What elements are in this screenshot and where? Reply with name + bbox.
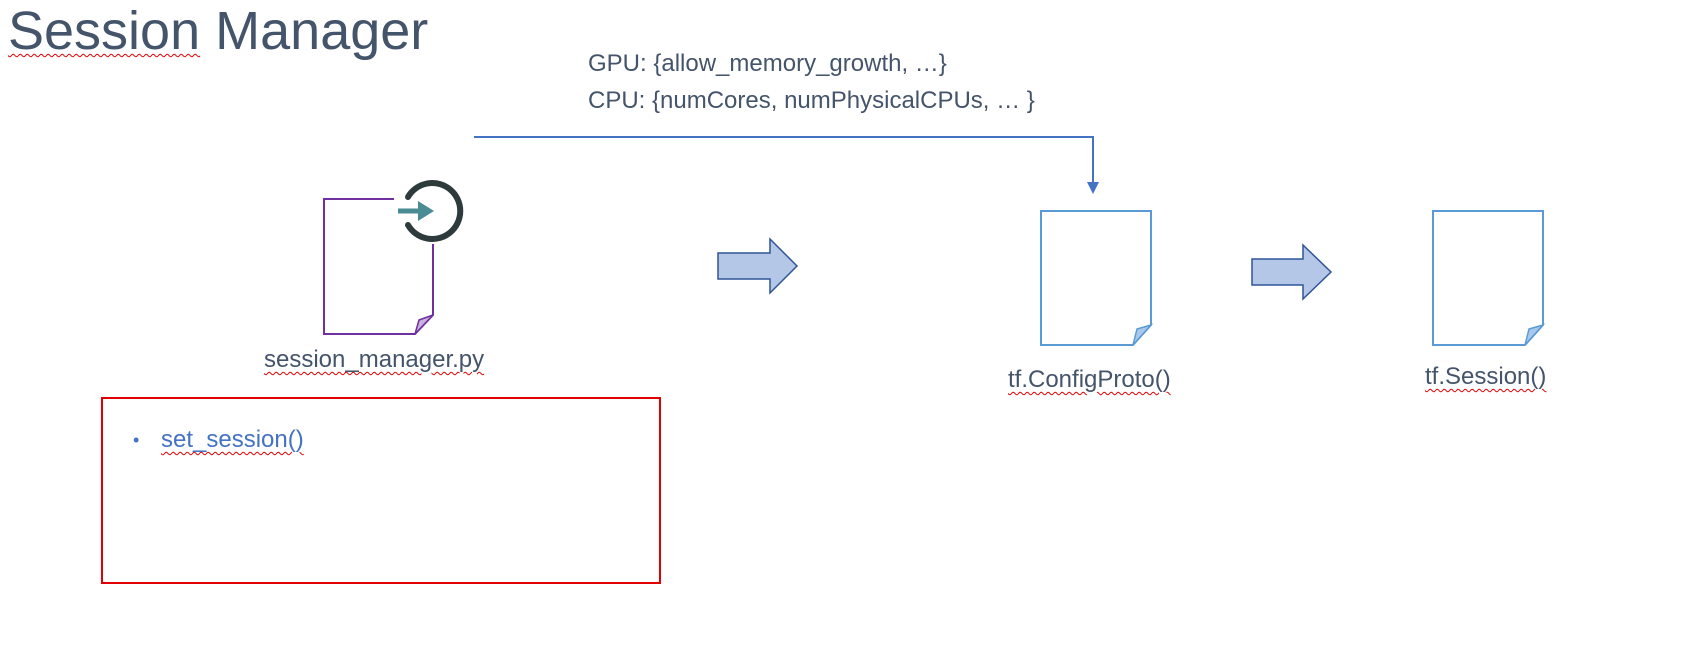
function-list-box: • set_session() [101,397,661,584]
bullet-dot: • [133,430,140,450]
config-proto-document-icon [1040,210,1154,346]
config-connector-arrowhead [1087,182,1099,194]
slide-title: Session Manager [8,0,428,62]
session-manager-label: session_manager.py [264,346,485,373]
title-word-manager: Manager [215,1,429,61]
gpu-config-line: GPU: {allow_memory_growth, …} [588,50,947,77]
session-document-icon [1432,210,1546,346]
cpu-config-line: CPU: {numCores, numPhysicalCPUs, … } [588,87,1035,114]
config-connector-line [474,136,1094,186]
function-list-item: • set_session() [133,425,304,455]
title-word-session: Session [8,1,201,61]
session-label: tf.Session() [1425,363,1547,390]
login-icon [394,176,464,244]
function-name: set_session() [161,426,304,453]
config-proto-label: tf.ConfigProto() [1008,366,1171,393]
flow-arrow-1 [717,237,799,295]
flow-arrow-2 [1251,243,1333,301]
